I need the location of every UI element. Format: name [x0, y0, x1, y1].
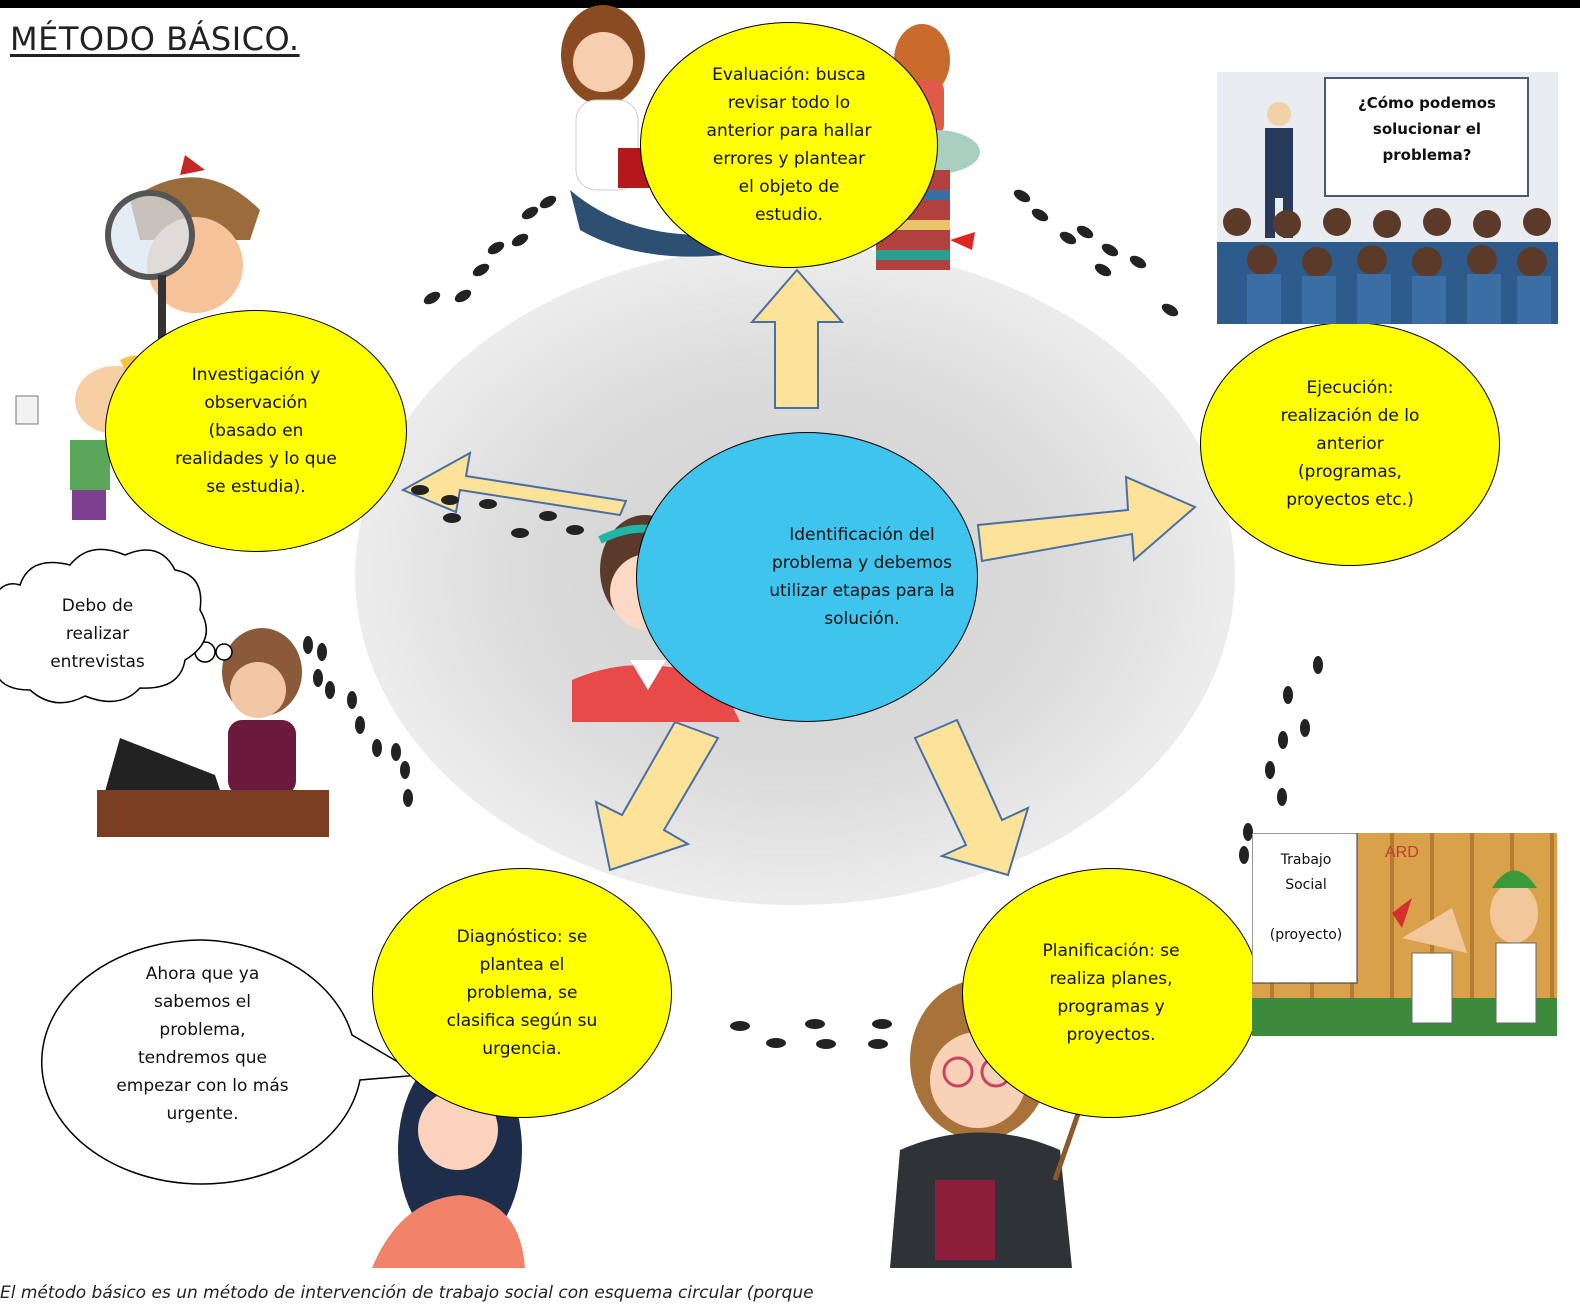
- footprints-top-left: [423, 195, 557, 305]
- detective-girl-illustration: [105, 155, 260, 355]
- stage-investigacion: Investigación y observación (basado en r…: [105, 310, 407, 552]
- classroom-image: [1217, 72, 1558, 324]
- footprints-lower-left: [303, 636, 413, 807]
- arrow-left: [400, 451, 628, 517]
- footprints-lower-right: [1239, 656, 1323, 864]
- thought-cloud: [0, 548, 208, 704]
- whiteboard-question: ¿Cómo podemos solucionar el problema?: [1358, 94, 1496, 164]
- reading-woman-illustration: [561, 5, 760, 257]
- speech-bubble-shape: [41, 939, 423, 1185]
- trabajo-social-label: Trabajo Social (proyecto): [1269, 852, 1343, 943]
- center-text: Identificación del problema y debemos ut…: [769, 525, 955, 629]
- board-sign-text: ARD: [1385, 844, 1419, 861]
- cartoon-scene: [1252, 833, 1557, 1036]
- classroom-scene: [1217, 72, 1558, 324]
- cartoon-image: [1252, 833, 1557, 1036]
- arrow-down-left: [594, 720, 720, 872]
- stage-planificacion: Planificación: se realiza planes, progra…: [962, 868, 1260, 1118]
- top-border: [0, 0, 1580, 8]
- thought-text: Debo de realizar entrevistas: [50, 596, 145, 672]
- stage-diagnostico: Diagnóstico: se plantea el problema, se …: [372, 868, 672, 1118]
- laptop-woman-illustration: [97, 628, 329, 837]
- footer-text: El método básico es un método de interve…: [0, 1283, 814, 1303]
- stage-ejecucion: Ejecución: realización de lo anterior (p…: [1200, 322, 1500, 566]
- arrow-right: [976, 475, 1197, 563]
- arrow-up: [749, 268, 845, 409]
- footprints-top-right: [1013, 189, 1179, 317]
- center-identificacion: Identificación del problema y debemos ut…: [636, 432, 978, 722]
- arrow-down-right: [913, 718, 1030, 877]
- stage-evaluacion: Evaluación: busca revisar todo lo anteri…: [640, 22, 938, 268]
- footprints-bottom: [730, 1019, 940, 1049]
- page-title: MÉTODO BÁSICO.: [10, 20, 300, 58]
- footprints-left-arrow: [411, 485, 584, 538]
- speech-text: Ahora que ya sabemos el problema, tendre…: [116, 964, 289, 1124]
